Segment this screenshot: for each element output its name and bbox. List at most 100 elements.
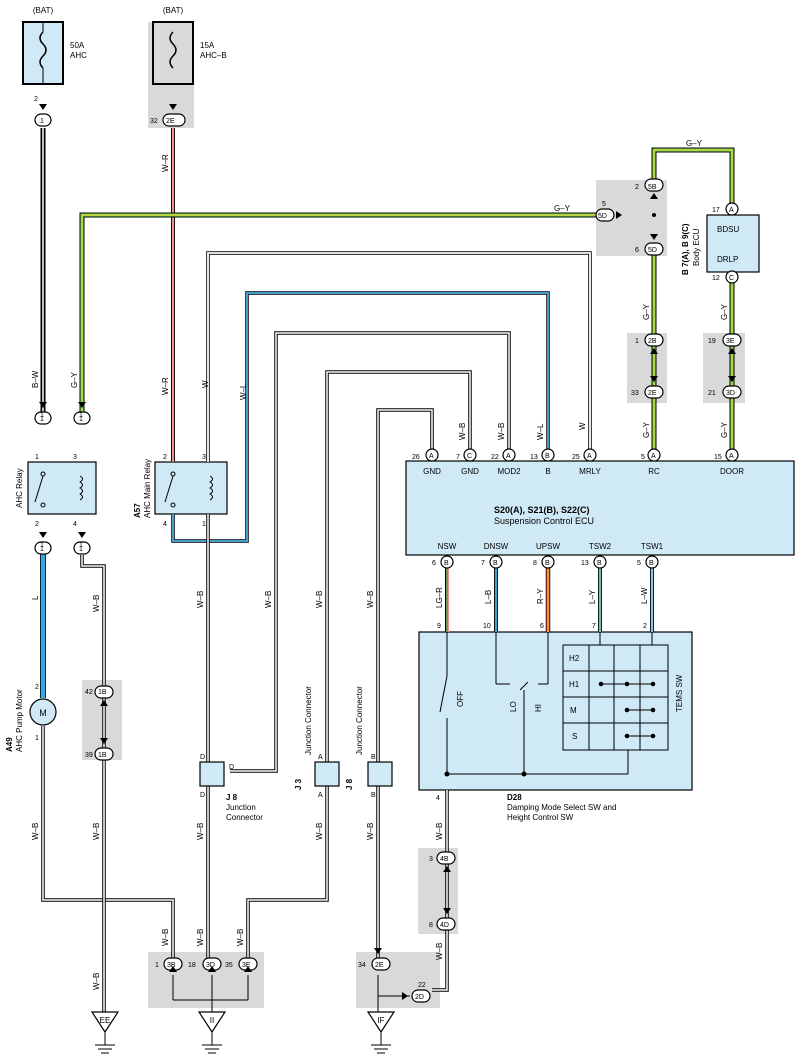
svg-text:4: 4 bbox=[163, 521, 167, 528]
svg-text:21: 21 bbox=[708, 390, 716, 397]
svg-text:2E: 2E bbox=[166, 118, 175, 125]
d28-internals bbox=[439, 632, 653, 775]
svg-text:W–B: W–B bbox=[366, 591, 375, 608]
svg-text:3: 3 bbox=[202, 454, 206, 461]
ecu-title: S20(A), S21(B), S22(C) bbox=[494, 505, 590, 515]
svg-text:1: 1 bbox=[40, 118, 44, 125]
svg-text:D: D bbox=[200, 792, 205, 799]
svg-text:2: 2 bbox=[35, 684, 39, 691]
bat-label-2: (BAT) bbox=[163, 6, 184, 15]
svg-text:HI: HI bbox=[534, 704, 543, 712]
svg-text:18: 18 bbox=[188, 962, 196, 969]
svg-text:TSW1: TSW1 bbox=[641, 542, 664, 551]
svg-text:Connector: Connector bbox=[226, 813, 263, 822]
svg-text:W–L: W–L bbox=[536, 423, 545, 440]
svg-text:W: W bbox=[578, 422, 587, 430]
svg-text:1: 1 bbox=[79, 412, 83, 419]
svg-text:B: B bbox=[371, 792, 376, 799]
svg-text:A49: A49 bbox=[5, 737, 14, 752]
svg-text:W–L: W–L bbox=[239, 383, 248, 400]
ahc-main-relay bbox=[154, 461, 228, 515]
svg-text:MRLY: MRLY bbox=[579, 467, 601, 476]
svg-text:25: 25 bbox=[572, 454, 580, 461]
svg-text:6: 6 bbox=[635, 247, 639, 254]
svg-text:W–B: W–B bbox=[236, 929, 245, 946]
svg-text:13: 13 bbox=[530, 454, 538, 461]
svg-text:W–B: W–B bbox=[196, 929, 205, 946]
svg-text:1: 1 bbox=[40, 412, 44, 419]
svg-text:L–W: L–W bbox=[640, 587, 649, 604]
svg-text:42: 42 bbox=[85, 689, 93, 696]
svg-text:B: B bbox=[545, 453, 550, 460]
fuse-rating-1: 50A bbox=[70, 41, 85, 50]
svg-text:Damping Mode Select SW and: Damping Mode Select SW and bbox=[507, 803, 616, 812]
svg-text:1: 1 bbox=[35, 735, 39, 742]
svg-text:GND: GND bbox=[461, 467, 479, 476]
d28-code: D28 bbox=[507, 793, 522, 802]
svg-text:1: 1 bbox=[40, 546, 44, 553]
svg-text:H1: H1 bbox=[569, 680, 580, 689]
svg-text:DRLP: DRLP bbox=[717, 255, 738, 264]
svg-text:BDSU: BDSU bbox=[717, 225, 739, 234]
svg-text:2: 2 bbox=[163, 454, 167, 461]
svg-text:W–B: W–B bbox=[458, 423, 467, 440]
svg-text:A: A bbox=[587, 453, 592, 460]
svg-text:W–B: W–B bbox=[31, 823, 40, 840]
svg-text:J 8: J 8 bbox=[345, 778, 354, 790]
svg-text:A: A bbox=[729, 453, 734, 460]
junction-boxes bbox=[199, 761, 393, 787]
svg-text:G–Y: G–Y bbox=[554, 204, 571, 213]
svg-text:TEMS SW: TEMS SW bbox=[675, 674, 684, 712]
svg-text:12: 12 bbox=[712, 275, 720, 282]
svg-text:Height Control SW: Height Control SW bbox=[507, 813, 574, 822]
svg-text:2D: 2D bbox=[415, 994, 424, 1001]
svg-text:3E: 3E bbox=[242, 962, 251, 969]
svg-text:2E: 2E bbox=[648, 390, 657, 397]
svg-text:GND: GND bbox=[423, 467, 441, 476]
pump-motor bbox=[29, 698, 57, 726]
svg-text:1: 1 bbox=[79, 546, 83, 553]
svg-text:19: 19 bbox=[708, 338, 716, 345]
svg-text:39: 39 bbox=[85, 752, 93, 759]
svg-text:2: 2 bbox=[34, 96, 38, 103]
svg-text:13: 13 bbox=[581, 560, 589, 567]
svg-text:L–Y: L–Y bbox=[588, 589, 597, 604]
svg-text:B: B bbox=[545, 560, 550, 567]
svg-text:4: 4 bbox=[436, 795, 440, 802]
ahc-main-relay-label: AHC Main Relay bbox=[143, 459, 152, 518]
fuse-name-2: AHC–B bbox=[200, 51, 227, 60]
svg-text:A: A bbox=[318, 754, 323, 761]
svg-text:33: 33 bbox=[631, 390, 639, 397]
svg-text:8: 8 bbox=[429, 922, 433, 929]
svg-text:M: M bbox=[39, 708, 47, 718]
suspension-ecu-box bbox=[405, 460, 795, 556]
svg-text:1: 1 bbox=[40, 542, 44, 549]
svg-text:L: L bbox=[31, 595, 40, 600]
svg-text:7: 7 bbox=[456, 454, 460, 461]
svg-text:1B: 1B bbox=[98, 752, 107, 759]
svg-text:3B: 3B bbox=[167, 962, 176, 969]
svg-text:B: B bbox=[444, 560, 449, 567]
svg-text:9: 9 bbox=[437, 623, 441, 630]
svg-text:5: 5 bbox=[641, 454, 645, 461]
svg-text:W–B: W–B bbox=[366, 823, 375, 840]
svg-text:B: B bbox=[597, 560, 602, 567]
labels: (BAT) (BAT) 50A AHC 15A AHC–B 2 1 32 2E … bbox=[5, 6, 744, 1025]
svg-text:22: 22 bbox=[491, 454, 499, 461]
svg-text:1: 1 bbox=[79, 416, 83, 423]
svg-text:LG–R: LG–R bbox=[435, 587, 444, 608]
svg-text:4B: 4B bbox=[440, 856, 449, 863]
svg-text:W–B: W–B bbox=[435, 823, 444, 840]
svg-text:Body ECU: Body ECU bbox=[692, 228, 701, 266]
pump-motor-label: AHC Pump Motor bbox=[15, 689, 24, 752]
svg-text:H2: H2 bbox=[569, 654, 580, 663]
svg-text:W–B: W–B bbox=[92, 595, 101, 612]
svg-text:C: C bbox=[729, 275, 734, 282]
svg-text:7: 7 bbox=[592, 623, 596, 630]
svg-text:6: 6 bbox=[540, 623, 544, 630]
svg-text:J 8: J 8 bbox=[226, 793, 238, 802]
svg-text:B 7(A), B 9(C): B 7(A), B 9(C) bbox=[681, 223, 690, 275]
svg-text:A: A bbox=[729, 207, 734, 214]
svg-text:W–B: W–B bbox=[196, 591, 205, 608]
svg-text:A57: A57 bbox=[133, 503, 142, 518]
